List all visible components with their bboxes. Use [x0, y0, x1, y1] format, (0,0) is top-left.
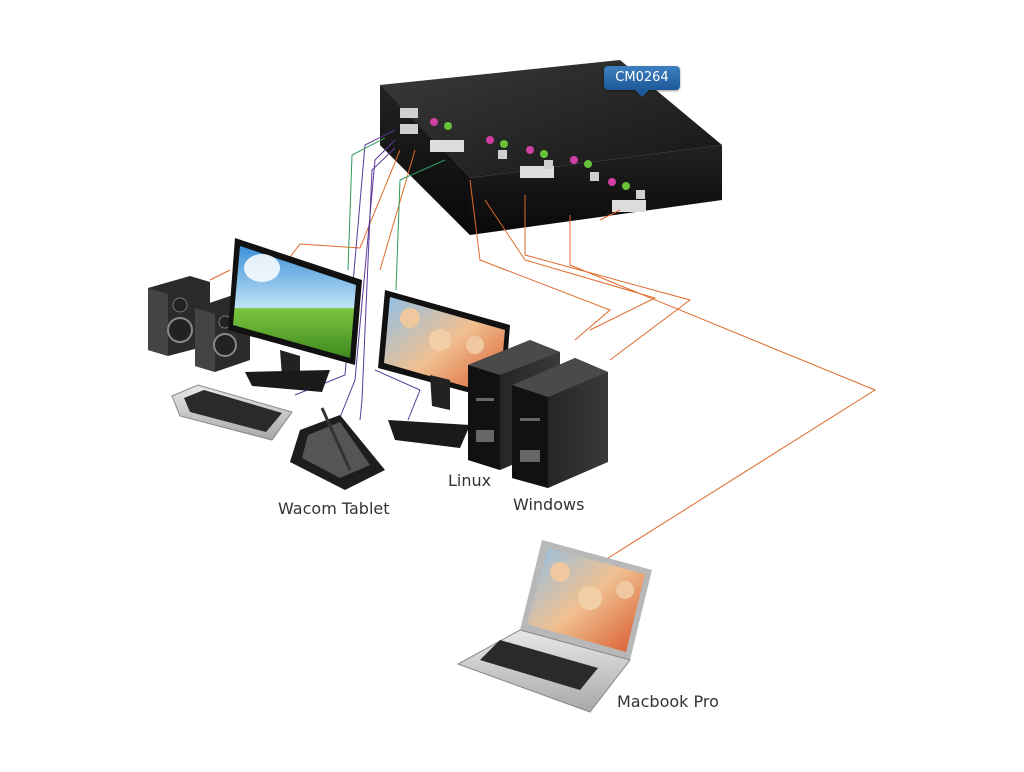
- model-callout: CM0264: [604, 66, 680, 97]
- macbook: [456, 540, 652, 713]
- windows-tower: [512, 358, 608, 488]
- label-wacom-tablet: Wacom Tablet: [278, 499, 390, 518]
- monitor-left: [228, 238, 362, 392]
- speakers: [148, 276, 250, 372]
- label-windows: Windows: [513, 495, 585, 514]
- label-macbook-pro: Macbook Pro: [617, 692, 719, 711]
- keyboard: [171, 384, 293, 441]
- label-linux: Linux: [448, 471, 492, 490]
- audio-cables: [347, 137, 446, 291]
- video-cables: [209, 149, 877, 561]
- wacom-tablet: [290, 407, 385, 490]
- kvm-ports: [400, 108, 646, 212]
